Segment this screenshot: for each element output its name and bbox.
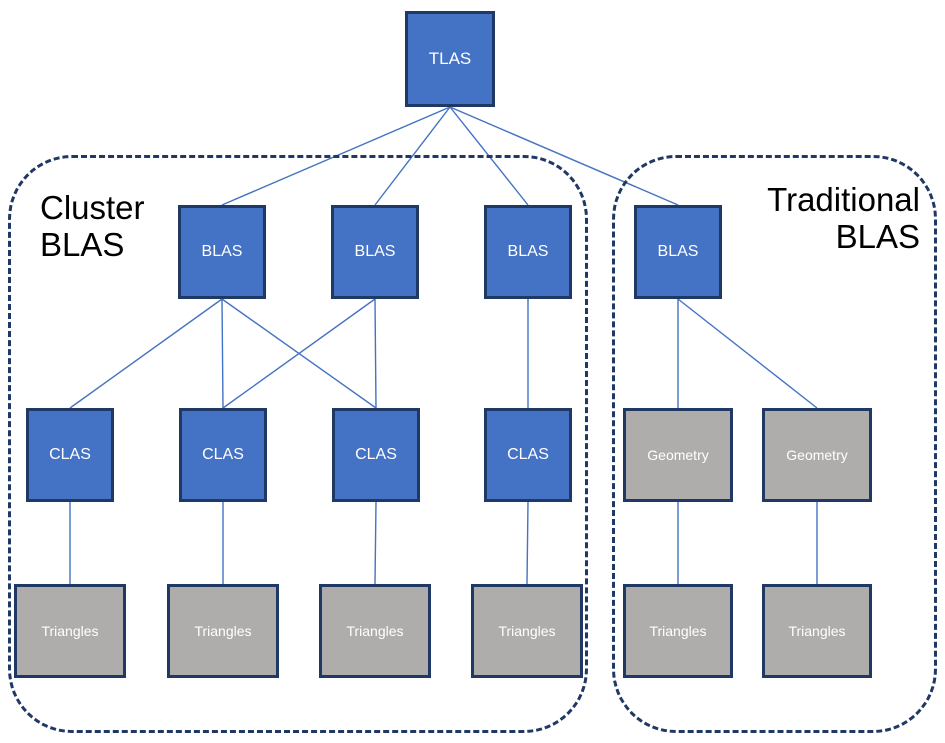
node-geometry-1[interactable]: Geometry [623, 408, 733, 502]
node-clas-2[interactable]: CLAS [179, 408, 267, 502]
node-label-triangles-6: Triangles [788, 623, 846, 639]
node-clas-4[interactable]: CLAS [484, 408, 572, 502]
node-triangles-3[interactable]: Triangles [319, 584, 431, 678]
node-triangles-5[interactable]: Triangles [623, 584, 733, 678]
node-label-blas-c1: BLAS [201, 243, 243, 260]
node-label-clas-3: CLAS [355, 446, 397, 463]
node-label-triangles-4: Triangles [498, 623, 556, 639]
node-label-geometry-1: Geometry [647, 447, 709, 463]
node-blas-c3[interactable]: BLAS [484, 205, 572, 299]
node-label-clas-2: CLAS [202, 446, 244, 463]
node-label-clas-1: CLAS [49, 446, 91, 463]
traditional-blas-label: Traditional BLAS [767, 181, 920, 255]
node-label-blas-t1: BLAS [657, 243, 699, 260]
node-triangles-1[interactable]: Triangles [14, 584, 126, 678]
node-geometry-2[interactable]: Geometry [762, 408, 872, 502]
node-label-geometry-2: Geometry [786, 447, 848, 463]
node-triangles-4[interactable]: Triangles [471, 584, 583, 678]
node-label-blas-c3: BLAS [507, 243, 549, 260]
node-label-triangles-3: Triangles [346, 623, 404, 639]
node-label-triangles-5: Triangles [649, 623, 707, 639]
node-blas-t1[interactable]: BLAS [634, 205, 722, 299]
traditional-blas-panel [612, 155, 937, 733]
node-clas-1[interactable]: CLAS [26, 408, 114, 502]
cluster-blas-label: Cluster BLAS [40, 189, 145, 263]
node-label-tlas: TLAS [428, 49, 472, 68]
node-blas-c1[interactable]: BLAS [178, 205, 266, 299]
node-label-triangles-2: Triangles [194, 623, 252, 639]
node-label-blas-c2: BLAS [354, 243, 396, 260]
node-label-triangles-1: Triangles [41, 623, 99, 639]
node-triangles-6[interactable]: Triangles [762, 584, 872, 678]
cluster-blas-panel [8, 155, 588, 733]
node-blas-c2[interactable]: BLAS [331, 205, 419, 299]
node-triangles-2[interactable]: Triangles [167, 584, 279, 678]
node-tlas[interactable]: TLAS [405, 11, 495, 107]
node-clas-3[interactable]: CLAS [332, 408, 420, 502]
node-label-clas-4: CLAS [507, 446, 549, 463]
